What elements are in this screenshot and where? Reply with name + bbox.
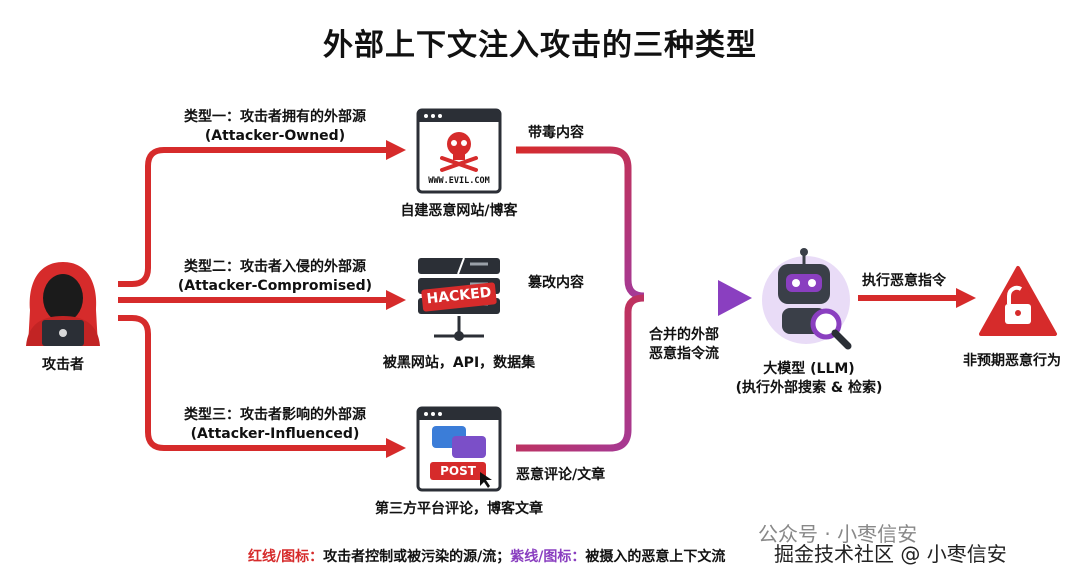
arrowhead-type3	[386, 438, 406, 458]
flow-line-type1	[118, 147, 388, 287]
arrowhead-merge	[718, 280, 752, 316]
watermark-wechat: 公众号 · 小枣信安	[758, 522, 918, 546]
post-text: POST	[440, 464, 476, 478]
hacked-server-icon: HACKED	[414, 256, 504, 346]
type3-label: 类型三：攻击者影响的外部源 (Attacker-Influenced)	[160, 406, 390, 444]
watermark-juejin: 掘金技术社区 @ 小枣信安	[774, 542, 1007, 566]
legend-red-text: 攻击者控制或被污染的源/流；	[323, 549, 511, 565]
legend-purple-text: 被摄入的恶意上下文流	[585, 549, 726, 565]
warning-unlock-icon	[978, 264, 1058, 338]
type2-label: 类型二：攻击者入侵的外部源 (Attacker-Compromised)	[160, 258, 390, 296]
type1-label: 类型一：攻击者拥有的外部源 (Attacker-Owned)	[160, 108, 390, 146]
attacker-icon	[20, 258, 106, 346]
arrowhead-type1	[386, 140, 406, 160]
merge-label: 合并的外部 恶意指令流	[634, 326, 734, 364]
arrowhead-type2	[386, 290, 406, 310]
evil-website-icon: WWW.EVIL.COM	[416, 108, 502, 194]
flow-line-type3	[118, 315, 388, 451]
third-party-post-icon: POST	[416, 406, 502, 492]
llm-subtitle: (执行外部搜索 & 检索)	[735, 380, 883, 396]
evil-url-text: WWW.EVIL.COM	[428, 176, 490, 186]
page-title: 外部上下文注入攻击的三种类型	[323, 28, 757, 63]
legend: 红线/图标：攻击者控制或被污染的源/流；紫线/图标：被摄入的恶意上下文流	[248, 546, 725, 566]
type3-subtitle: (Attacker-Influenced)	[190, 426, 360, 442]
llm-label: 大模型 (LLM) (执行外部搜索 & 检索)	[716, 360, 902, 398]
merge-label-line2: 恶意指令流	[649, 346, 719, 362]
type3-title: 类型三：攻击者影响的外部源	[184, 407, 366, 423]
result-label: 非预期恶意行为	[963, 353, 1061, 369]
arrowhead-exec	[956, 288, 976, 308]
type2-subtitle: (Attacker-Compromised)	[177, 278, 373, 294]
exec-label: 执行恶意指令	[862, 273, 946, 289]
flow-label-poisoned: 带毒内容	[528, 125, 584, 141]
llm-robot-icon	[758, 244, 858, 354]
source1-caption: 自建恶意网站/博客	[400, 203, 518, 219]
legend-purple-key: 紫线/图标：	[510, 549, 586, 565]
source2-caption: 被黑网站，API，数据集	[382, 355, 536, 371]
merge-label-line1: 合并的外部	[649, 327, 719, 343]
llm-title: 大模型 (LLM)	[763, 361, 855, 377]
type1-subtitle: (Attacker-Owned)	[204, 128, 346, 144]
flow-label-malicious-comments: 恶意评论/文章	[516, 467, 606, 483]
legend-red-key: 红线/图标：	[248, 549, 324, 565]
type1-title: 类型一：攻击者拥有的外部源	[184, 109, 366, 125]
type2-title: 类型二：攻击者入侵的外部源	[184, 259, 366, 275]
flow-label-tampered: 篡改内容	[528, 275, 584, 291]
attacker-label: 攻击者	[42, 357, 84, 373]
source3-caption: 第三方平台评论，博客文章	[375, 501, 543, 517]
flow-line-source3	[516, 294, 645, 452]
